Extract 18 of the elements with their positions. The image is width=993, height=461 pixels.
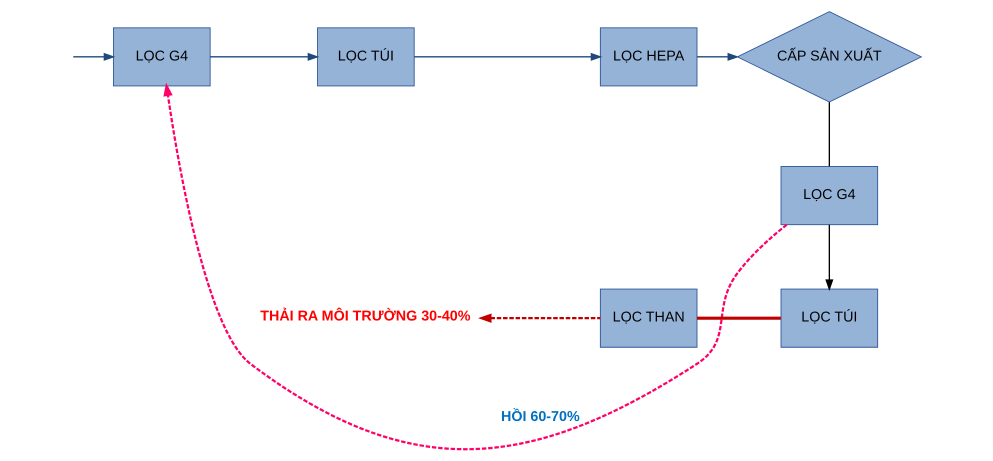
arrow [162,82,787,450]
arrow [414,52,602,61]
node-diamond: CẤP SẢN XUẤT [736,11,922,103]
arrow [696,52,739,61]
node-box: LỌC TÚI [780,288,878,348]
connector [828,102,830,166]
arrow [72,52,115,61]
connector [696,316,780,320]
arrow [478,313,600,323]
node-box: LỌC TÚI [316,27,414,86]
arrow [824,224,833,291]
node-box: LỌC G4 [780,166,878,226]
node-text: THẢI RA MÔI TRƯỜNG 30-40% [260,308,470,325]
node-box: LỌC G4 [112,27,210,86]
node-box: LỌC THAN [599,288,697,348]
node-box: LỌC HEPA [599,27,697,86]
arrow [210,52,319,61]
edge-label: HỒI 60-70% [500,408,580,425]
